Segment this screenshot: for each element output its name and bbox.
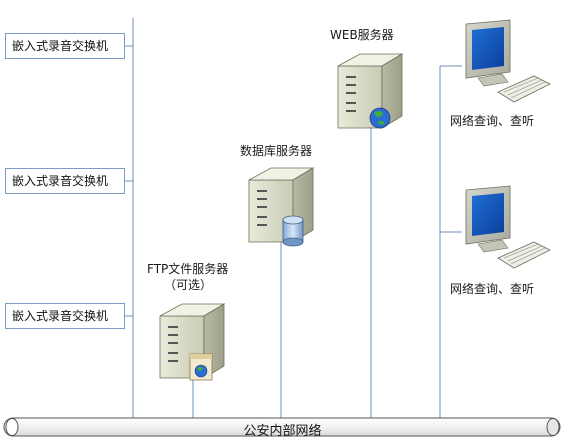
database-server-label: 数据库服务器	[240, 144, 313, 158]
workstation-icon	[465, 19, 551, 103]
workstation-label: 网络查询、查听	[450, 114, 535, 128]
ftp-server-label: FTP文件服务器	[147, 262, 229, 276]
web-server-label: WEB服务器	[330, 28, 394, 42]
workstation-connection-lines	[439, 65, 462, 418]
web-server-icon	[337, 53, 404, 129]
database-server-icon	[248, 167, 315, 247]
server-connection-lines	[192, 128, 372, 418]
ftp-server-icon	[159, 303, 226, 381]
switch-box: 嵌入式录音交换机	[5, 33, 125, 59]
network-bus	[3, 417, 561, 437]
switch-label: 嵌入式录音交换机	[12, 309, 109, 323]
switch-box: 嵌入式录音交换机	[5, 168, 125, 194]
workstation-label: 网络查询、查听	[450, 282, 535, 296]
network-label: 公安内部网络	[243, 424, 322, 439]
switch-label: 嵌入式录音交换机	[12, 174, 109, 188]
workstation-icon	[465, 185, 551, 269]
switch-box: 嵌入式录音交换机	[5, 303, 125, 329]
switch-trunk-line	[125, 18, 134, 418]
switch-label: 嵌入式录音交换机	[12, 39, 109, 53]
ftp-server-optional-note: （可选）	[164, 278, 213, 292]
